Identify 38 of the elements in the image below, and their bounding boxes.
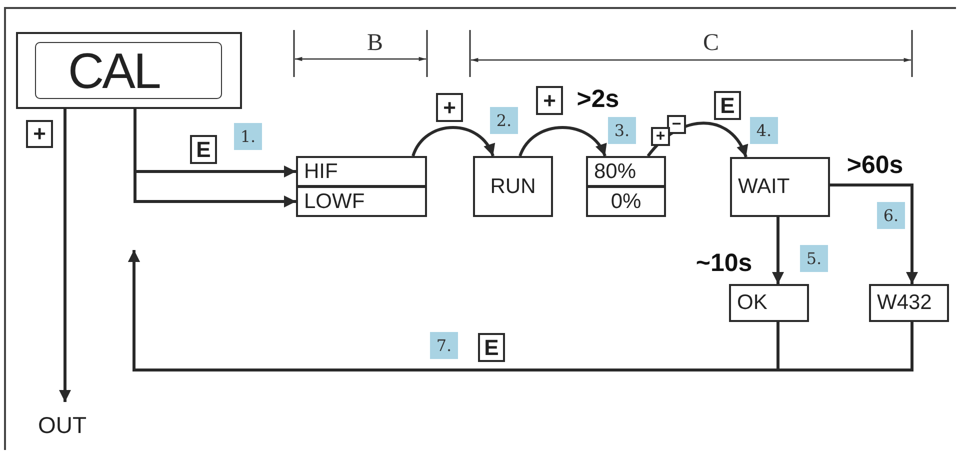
- time-label: >60s: [846, 150, 904, 180]
- state-box: WAIT: [730, 157, 830, 217]
- key-symbol: +: [536, 86, 563, 115]
- dimension-label: C: [702, 28, 720, 58]
- state-box: RUN: [473, 156, 553, 217]
- time-label: >2s: [576, 84, 620, 114]
- key-symbol: E: [714, 91, 741, 120]
- flow-arrow: [518, 126, 606, 157]
- output-label: OUT: [38, 410, 94, 440]
- step-number: 1.: [234, 123, 262, 150]
- key-symbol: +: [26, 120, 53, 148]
- step-number: 7.: [430, 332, 458, 359]
- step-number: 6.: [877, 202, 905, 229]
- state-box: HIF: [296, 156, 427, 187]
- flow-arrow: [412, 126, 494, 157]
- state-box: LOWF: [296, 186, 427, 217]
- key-symbol: +: [436, 93, 463, 122]
- key-symbol: E: [190, 135, 217, 164]
- flow-arrow: [830, 184, 918, 284]
- flow-arrow: [134, 109, 296, 208]
- step-number: 2.: [490, 107, 518, 134]
- key-symbol: +: [651, 127, 670, 146]
- step-number: 5.: [800, 245, 828, 272]
- dimension-label: B: [366, 28, 384, 58]
- state-box: 80%: [586, 156, 666, 187]
- state-box: W432: [869, 284, 949, 322]
- key-symbol: E: [478, 333, 505, 362]
- state-box: OK: [729, 284, 809, 322]
- step-number: 3.: [608, 117, 636, 144]
- display-screen: CAL: [35, 42, 222, 99]
- key-symbol: −: [667, 115, 686, 134]
- flow-arrow: [772, 217, 784, 284]
- step-number: 4.: [750, 117, 778, 144]
- display-frame: [16, 32, 242, 109]
- state-box: 0%: [586, 186, 666, 217]
- flow-arrow: [59, 109, 71, 402]
- time-label: ~10s: [694, 248, 754, 278]
- flow-arrow: [128, 250, 914, 372]
